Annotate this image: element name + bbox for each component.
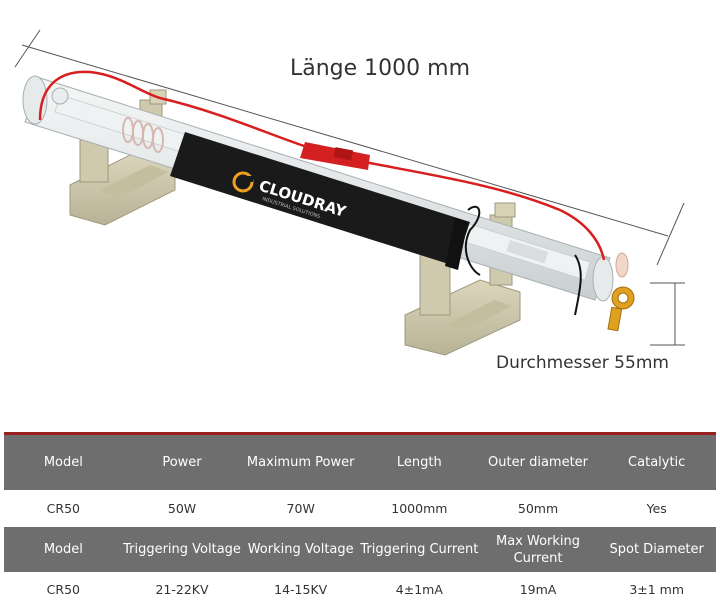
length-dimension-line [14,29,685,266]
red-high-voltage-wire [38,70,606,261]
water-nozzle-icon [607,286,635,332]
header-triggering-voltage: Triggering Voltage [123,542,241,557]
header-maximum-power: Maximum Power [246,455,355,470]
header-triggering-current: Triggering Current [360,542,479,557]
laser-tube: CLOUDRAY INDUSTRIAL SOLUTIONS [22,75,635,332]
header-outer-diameter: Outer diameter [488,455,589,470]
header-max-working-current: Max Working Current [496,533,581,566]
header-length: Length [396,455,442,470]
diameter-dimension-line [650,282,685,346]
value-model: CR50 [46,501,80,516]
table-header-row-2: Model Triggering Voltage Working Voltage… [4,527,716,572]
value-model-2: CR50 [46,581,80,597]
header-power: Power [162,455,202,470]
value-outer-diameter: 50mm [517,501,559,516]
value-catalytic: Yes [646,501,667,516]
header-model: Model [43,455,83,470]
table-value-row-2: CR50 21-22KV 14-15KV 4±1mA 19mA 3±1 mm [4,572,716,606]
product-image: CLOUDRAY INDUSTRIAL SOLUTIONS [14,29,685,373]
table-header-row-1: Model Power Maximum Power Length Outer d… [4,435,716,490]
value-working-voltage: 14-15KV [274,581,328,597]
table-value-row-1: CR50 50W 70W 1000mm 50mm Yes [4,490,716,527]
value-max-working-current: 19mA [519,581,557,597]
cloudray-logo-icon [232,171,254,193]
header-spot-diameter: Spot Diameter [609,542,704,557]
laser-tube-illustration: CLOUDRAY INDUSTRIAL SOLUTIONS [14,29,685,356]
diameter-label: Durchmesser 55mm [496,353,669,373]
length-label: Länge 1000 mm [290,56,471,81]
cooling-coil [122,117,164,153]
table-accent-line [4,432,716,435]
value-triggering-voltage: 21-22KV [155,581,209,597]
spec-table: Model Power Maximum Power Length Outer d… [4,432,716,606]
wire-connector [300,142,370,170]
value-spot-diameter: 3±1 mm [629,581,685,597]
header-working-voltage: Working Voltage [247,542,354,557]
value-triggering-current: 4±1mA [395,581,443,597]
value-length: 1000mm [391,501,448,516]
value-maximum-power: 70W [286,501,315,516]
header-catalytic: Catalytic [628,455,686,470]
black-ground-wire [464,205,582,316]
header-model-2: Model [43,542,83,557]
value-power: 50W [167,501,197,516]
